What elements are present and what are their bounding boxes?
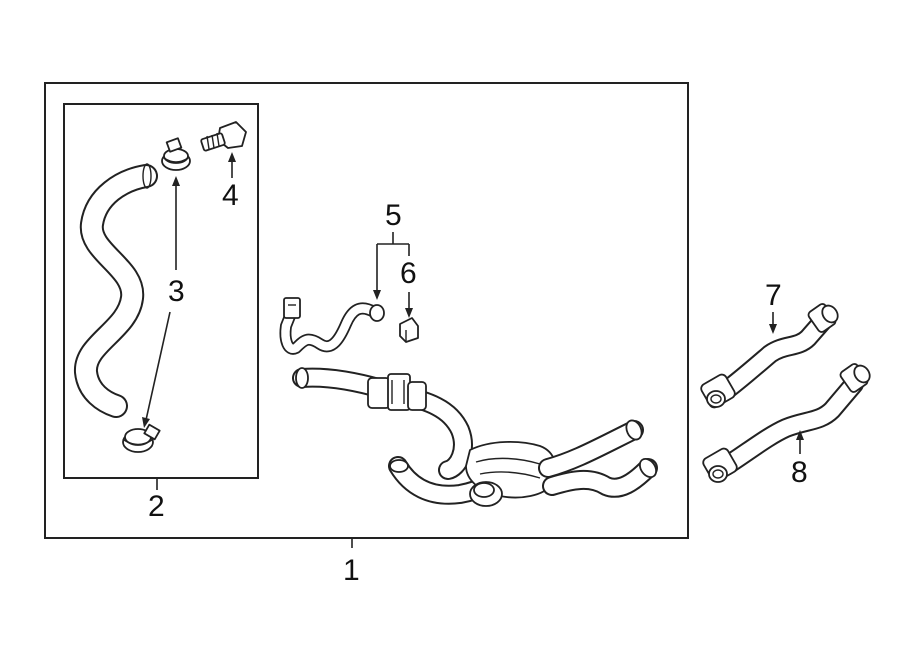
callout-1: 1 <box>343 554 360 587</box>
clip <box>399 317 419 343</box>
hose-kit-frame <box>63 103 259 479</box>
callout-8-leader <box>796 430 804 454</box>
sensor-tube <box>279 297 385 355</box>
bolt-fitting <box>200 121 247 152</box>
callout-2: 2 <box>148 490 165 523</box>
callout-7: 7 <box>765 279 782 312</box>
callout-7-leader <box>769 312 777 334</box>
callout-4: 4 <box>222 179 239 212</box>
callout-6: 6 <box>400 257 417 290</box>
callout-3-leader-lower <box>142 311 171 428</box>
hose-clamp-upper <box>161 137 191 171</box>
s-shaped-hose <box>74 163 158 418</box>
assembly-frame <box>44 82 689 539</box>
callout-3-leader-upper <box>172 176 180 270</box>
hose-clamp-lower <box>122 423 161 453</box>
heater-hose-assembly <box>292 367 658 507</box>
callout-4-leader <box>228 152 236 178</box>
hose-7 <box>700 303 839 409</box>
callout-6-leader <box>405 292 413 318</box>
callout-5: 5 <box>385 199 402 232</box>
callout-5-bracket <box>373 232 410 300</box>
callout-8: 8 <box>791 456 808 489</box>
hose-8 <box>702 363 871 483</box>
callout-3: 3 <box>168 275 185 308</box>
